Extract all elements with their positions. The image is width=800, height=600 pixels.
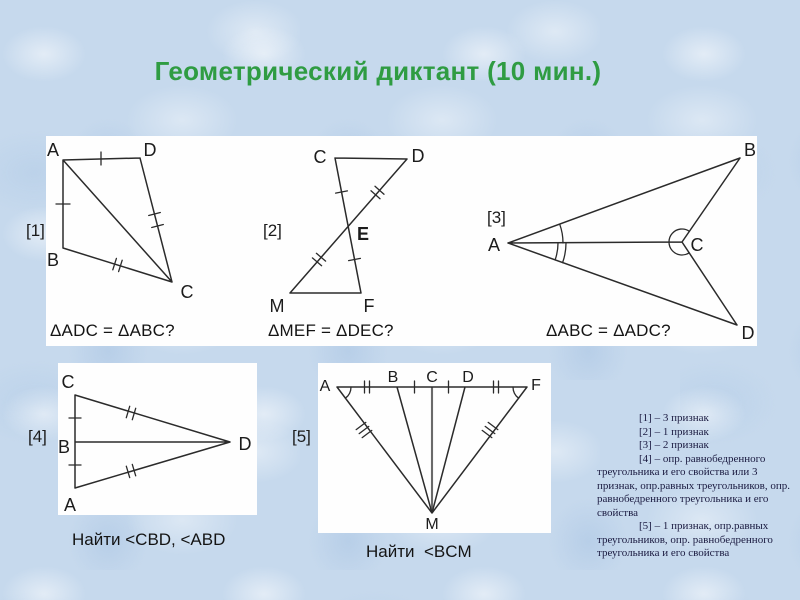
answer-item-5: [5] – 1 признак, опр.равных треугольнико…	[597, 520, 773, 559]
figure5-label-F: F	[531, 377, 541, 394]
figure3-label-B: B	[744, 140, 756, 160]
figure1-label-C: C	[181, 282, 194, 302]
figure5-label-M: M	[425, 516, 438, 533]
figure2-label-D: D	[412, 146, 425, 166]
figure4-label-A: A	[64, 495, 76, 515]
figure3-edges	[507, 157, 741, 326]
figure4-edges	[74, 394, 231, 489]
figure2-label-E: E	[357, 224, 369, 244]
figure2-tag: [2]	[263, 221, 282, 240]
figure1-label-B: B	[47, 250, 59, 270]
figure2-label-C: C	[314, 147, 327, 167]
top-figures-panel: A D B C C D E M F A B C D	[46, 136, 757, 346]
figure2-tick-marks	[311, 185, 385, 267]
figure3-label-A: A	[488, 235, 500, 255]
figure2-drawing: C D E M F	[270, 146, 425, 316]
figure2-question: ΔMEF = ΔDEC?	[268, 321, 394, 340]
figure5-label-B: B	[388, 369, 399, 386]
answer-item-4: [4] – опр. равнобедренного треугольника …	[597, 452, 791, 519]
figure1-edges	[62, 157, 173, 283]
figure5-angle-marks	[344, 386, 520, 399]
figure3-label-C: C	[691, 235, 704, 255]
figure2-edges	[289, 157, 408, 294]
figure3-label-D: D	[742, 323, 755, 343]
figure3-angle-marks	[554, 223, 691, 264]
figure4-label-B: B	[58, 437, 70, 457]
answers-block: [1] – 3 признак [2] – 1 признак [3] – 2 …	[597, 412, 797, 561]
figure5-drawing: A B C D F M	[320, 369, 541, 533]
figure5-task: Найти <BCM	[366, 542, 472, 561]
figure1-label-D: D	[144, 140, 157, 160]
answer-item-1: [1] – 3 признак	[639, 412, 709, 424]
figures-1-2-3-drawing: A D B C C D E M F A B C D	[47, 140, 756, 343]
figure4-panel: C B A D	[58, 363, 257, 515]
figure4-label-D: D	[239, 434, 252, 454]
answer-item-3: [3] – 2 признак	[639, 439, 709, 451]
figure4-tag: [4]	[28, 427, 47, 446]
figure3-tag: [3]	[487, 208, 506, 227]
figure5-label-D: D	[462, 369, 474, 386]
figure3-question: ΔABC = ΔADC?	[546, 321, 671, 340]
figure4-label-C: C	[62, 372, 75, 392]
figure5-label-C: C	[426, 369, 438, 386]
figure1-drawing: A D B C	[47, 140, 194, 302]
figure1-label-A: A	[47, 140, 59, 160]
figure1-tag: [1]	[26, 221, 45, 240]
figure5-tick-marks	[355, 380, 500, 439]
figure5-panel: A B C D F M	[318, 363, 551, 533]
figure1-tick-marks	[55, 151, 164, 273]
figure4-tick-marks	[68, 405, 137, 479]
figure2-label-M: M	[270, 296, 285, 316]
figure5-tag: [5]	[292, 427, 311, 446]
answer-item-2: [2] – 1 признак	[639, 425, 709, 438]
figure4-task: Найти <CBD, <ABD	[72, 530, 226, 549]
figure3-drawing: A B C D	[488, 140, 756, 343]
figure5-edges	[336, 386, 528, 514]
figure1-question: ΔADC = ΔABC?	[50, 321, 175, 340]
figure4-drawing: C B A D	[58, 372, 252, 515]
page-title: Геометрический диктант (10 мин.)	[154, 56, 602, 86]
figure2-label-F: F	[364, 296, 375, 316]
figure5-label-A: A	[320, 378, 331, 395]
